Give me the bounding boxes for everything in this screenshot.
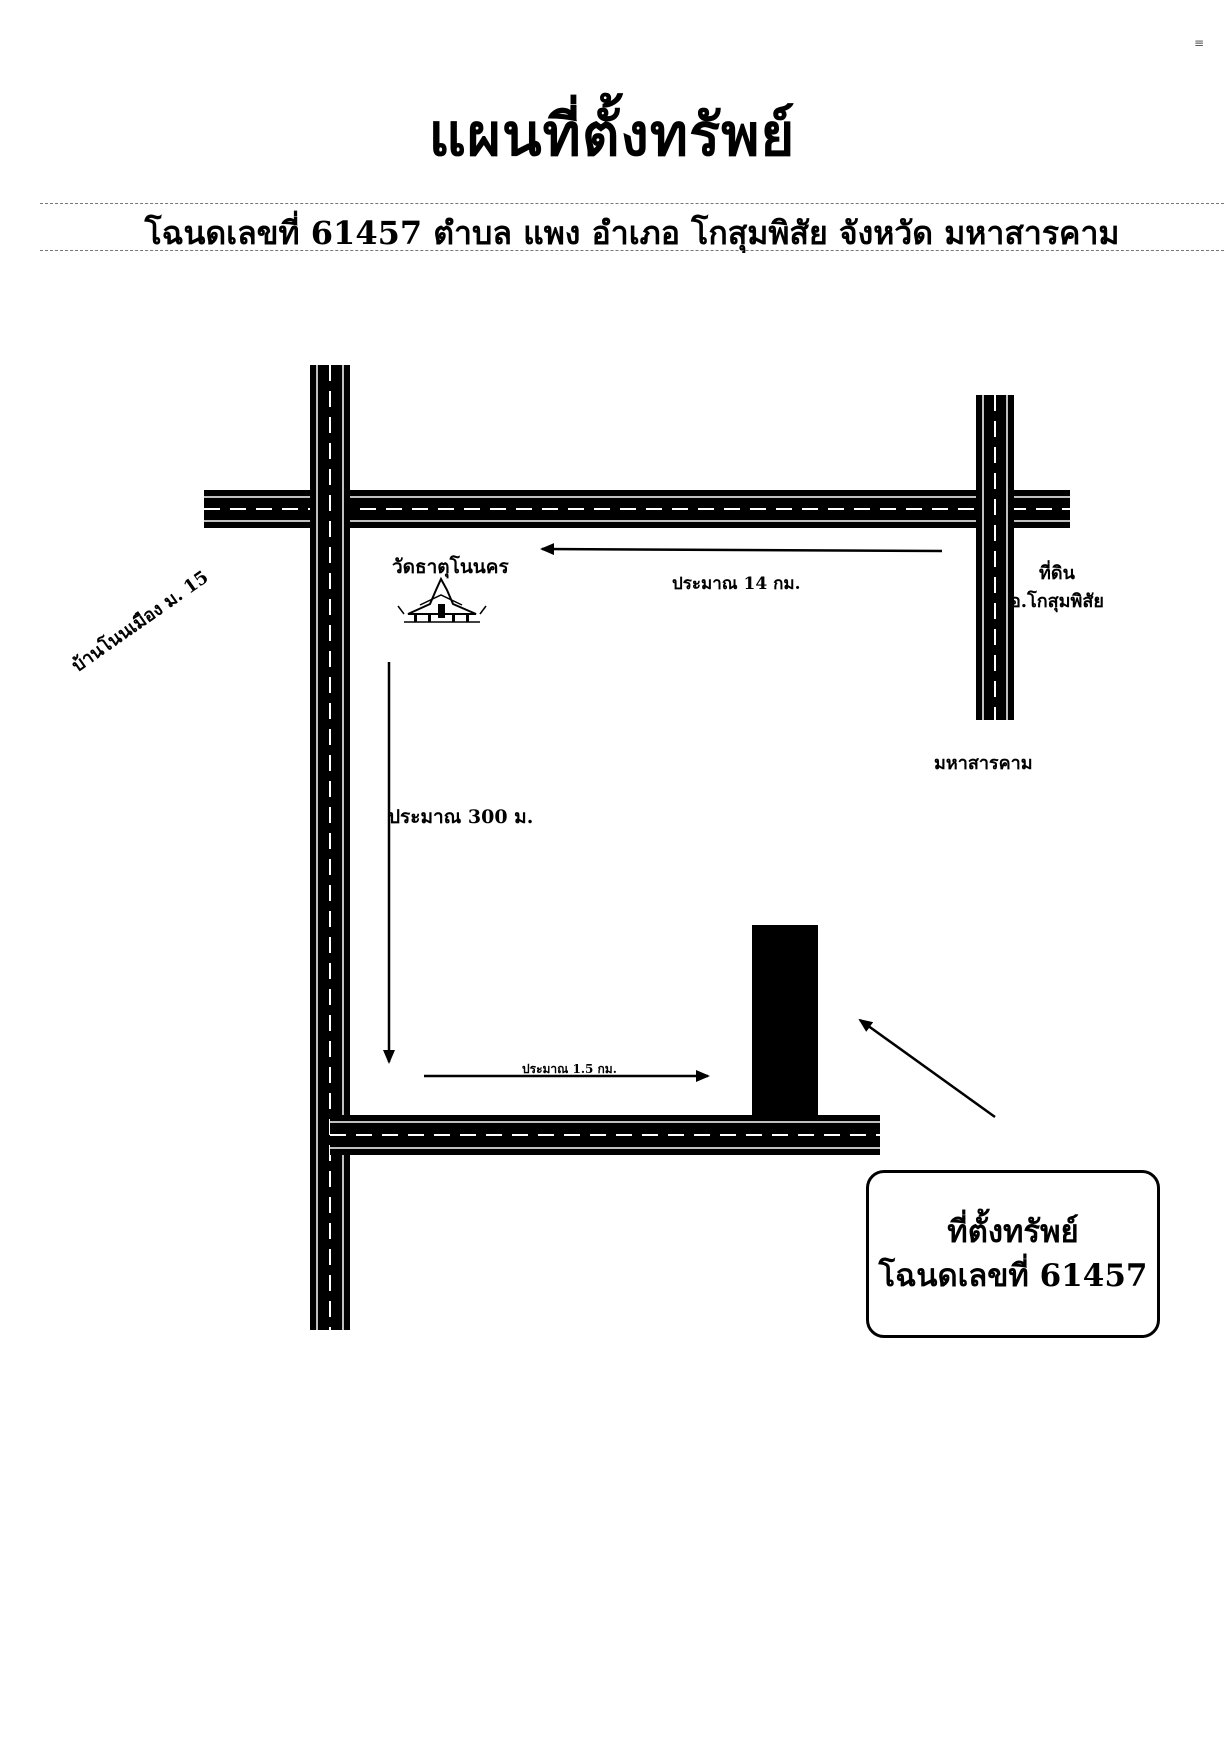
road-bottom-horizontal bbox=[330, 1115, 880, 1155]
arrow-to-plot bbox=[858, 1018, 996, 1119]
arrow-to-temple bbox=[540, 543, 943, 556]
land-office-line1: ที่ดิน bbox=[1039, 563, 1075, 584]
location-callout-line2: โฉนดเลขที่ 61457 bbox=[878, 1258, 1148, 1294]
destination-label: มหาสารคาม bbox=[934, 753, 1033, 774]
page-subtitle: โฉนดเลขที่ 61457 ตำบล แพง อำเภอ โกสุมพิส… bbox=[144, 214, 1120, 252]
corner-mark: ≡ bbox=[1194, 36, 1205, 50]
land-office-label: ที่ดิน อ.โกสุมพิสัย bbox=[1010, 560, 1104, 616]
page-title: แผนที่ตั้งทรัพย์ bbox=[428, 101, 796, 169]
subtitle-rule-top bbox=[40, 203, 1224, 204]
temple-icon bbox=[397, 576, 487, 623]
road-right-vertical bbox=[976, 395, 1014, 720]
land-office-line2: อ.โกสุมพิสัย bbox=[1010, 591, 1104, 612]
distance-lower-label: ประมาณ 1.5 กม. bbox=[522, 1062, 617, 1076]
temple-label: วัดธาตุโนนคร bbox=[392, 556, 509, 578]
road-left-vertical bbox=[310, 365, 350, 1330]
distance-down-label: ประมาณ 300 ม. bbox=[388, 806, 534, 828]
location-callout: ที่ตั้งทรัพย์ โฉนดเลขที่ 61457 bbox=[866, 1170, 1160, 1338]
distance-top-label: ประมาณ 14 กม. bbox=[672, 574, 801, 594]
location-callout-line1: ที่ตั้งทรัพย์ bbox=[947, 1214, 1079, 1250]
property-plot bbox=[752, 925, 818, 1115]
subtitle-rule-bottom bbox=[40, 250, 1224, 251]
